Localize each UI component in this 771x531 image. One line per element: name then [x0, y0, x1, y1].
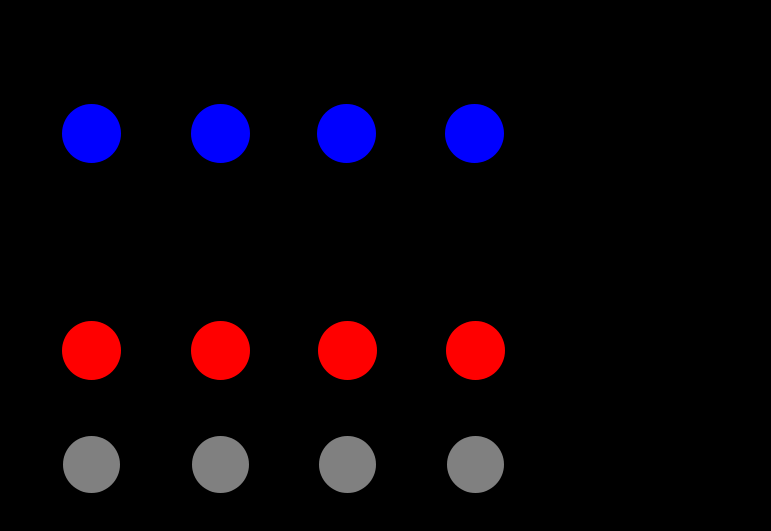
marker-red-row-1[interactable] — [61, 320, 121, 380]
marker-red-row-4[interactable] — [445, 320, 505, 380]
marker-red-row-2[interactable] — [190, 320, 250, 380]
marker-gray-row-3[interactable] — [318, 435, 376, 493]
marker-gray-row-1[interactable] — [62, 435, 120, 493]
marker-gray-row-4[interactable] — [446, 435, 504, 493]
marker-blue-row-4[interactable] — [444, 103, 504, 163]
marker-blue-row-1[interactable] — [61, 103, 121, 163]
marker-red-row-3[interactable] — [317, 320, 377, 380]
marker-blue-row-2[interactable] — [190, 103, 250, 163]
marker-gray-row-2[interactable] — [191, 435, 249, 493]
marker-blue-row-3[interactable] — [316, 103, 376, 163]
